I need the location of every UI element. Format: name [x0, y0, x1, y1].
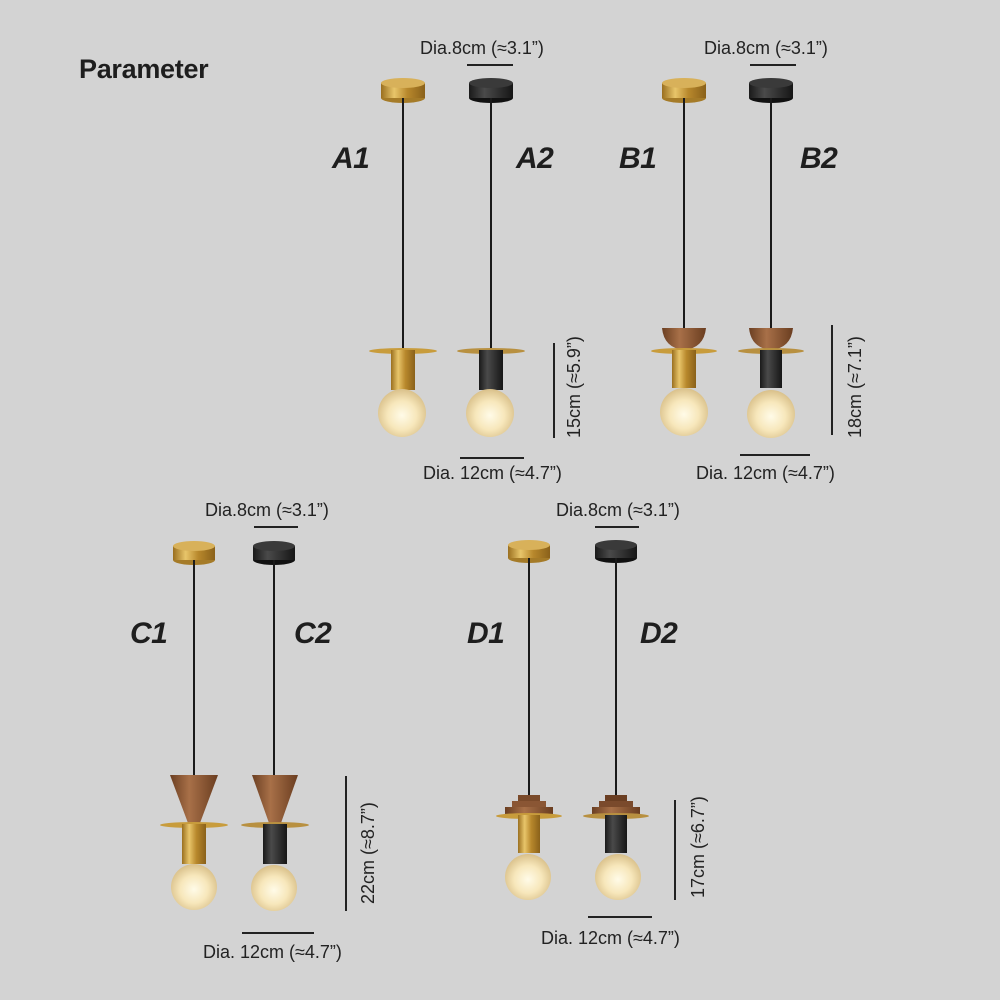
pendant-lamp-a1 — [369, 78, 437, 437]
height-dimension: 18cm (≈7.1”) — [845, 336, 865, 438]
pendant-lamp-c2 — [241, 541, 309, 911]
height-dimension: 17cm (≈6.7”) — [688, 796, 708, 898]
pendant-lamp-d2 — [583, 540, 649, 900]
canopy-dimension: Dia.8cm (≈3.1”) — [704, 38, 828, 58]
variant-label-c1: C1 — [130, 617, 168, 650]
canopy-dimension-line — [254, 526, 298, 528]
variant-label-d1: D1 — [467, 617, 505, 650]
shade-dimension-line — [588, 916, 652, 918]
shade-dimension: Dia. 12cm (≈4.7”) — [423, 463, 562, 483]
variant-label-c2: C2 — [294, 617, 332, 650]
canopy-dimension-line — [595, 526, 639, 528]
shade-dimension-line — [460, 457, 524, 459]
height-dimension-line — [345, 776, 347, 911]
canopy-dimension-line — [750, 64, 796, 66]
height-dimension-line — [831, 325, 833, 435]
canopy-dimension: Dia.8cm (≈3.1”) — [556, 500, 680, 520]
pendant-lamp-b2 — [738, 78, 804, 438]
shade-dimension: Dia. 12cm (≈4.7”) — [203, 942, 342, 962]
pendant-lamp-d1 — [496, 540, 562, 900]
shade-dimension-line — [740, 454, 810, 456]
shade-dimension: Dia. 12cm (≈4.7”) — [541, 928, 680, 948]
variant-label-a1: A1 — [332, 142, 370, 175]
variant-label-a2: A2 — [516, 142, 554, 175]
shade-dimension: Dia. 12cm (≈4.7”) — [696, 463, 835, 483]
height-dimension-line — [674, 800, 676, 900]
variant-label-d2: D2 — [640, 617, 678, 650]
height-dimension: 22cm (≈8.7”) — [358, 802, 378, 904]
variant-label-b1: B1 — [619, 142, 657, 175]
pendant-lamp-c1 — [160, 541, 228, 910]
page-title: Parameter — [79, 54, 209, 84]
shade-dimension-line — [242, 932, 314, 934]
pendant-lamp-b1 — [651, 78, 717, 436]
pendant-lamp-a2 — [457, 78, 525, 437]
canopy-dimension: Dia.8cm (≈3.1”) — [420, 38, 544, 58]
variant-label-b2: B2 — [800, 142, 838, 175]
canopy-dimension: Dia.8cm (≈3.1”) — [205, 500, 329, 520]
height-dimension-line — [553, 343, 555, 438]
canopy-dimension-line — [467, 64, 513, 66]
height-dimension: 15cm (≈5.9”) — [564, 336, 584, 438]
